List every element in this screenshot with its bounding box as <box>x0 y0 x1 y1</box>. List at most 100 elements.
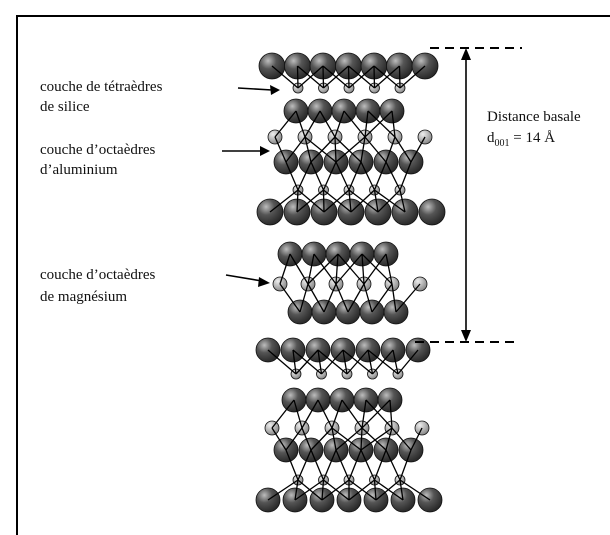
bond-line <box>360 136 366 163</box>
bond-line <box>271 427 287 451</box>
bond-line <box>364 110 369 138</box>
bond-line <box>389 399 393 429</box>
bond-line <box>335 253 339 285</box>
bond-line <box>343 110 366 138</box>
bond-line <box>361 253 365 285</box>
bond-line <box>348 161 362 191</box>
bond-line <box>399 479 431 501</box>
bond-line <box>399 479 404 501</box>
bond-line <box>364 110 393 138</box>
bond-line <box>391 283 397 313</box>
atom-layers <box>255 52 446 513</box>
bond-line <box>347 283 365 313</box>
distance-symbol: d <box>487 130 495 146</box>
bond-line <box>322 449 337 481</box>
bond-line <box>399 161 412 191</box>
bond-line <box>342 349 348 375</box>
distance-value: = 14 Å <box>509 130 556 146</box>
bond-line <box>399 65 426 89</box>
bond-line <box>348 65 375 89</box>
bond-line <box>335 427 363 451</box>
bond-line <box>307 253 315 285</box>
bond-line <box>285 136 306 163</box>
bond-line <box>293 399 303 429</box>
bond-line <box>394 136 412 163</box>
bond-line <box>297 65 324 89</box>
bond-line <box>337 253 365 285</box>
bond-line <box>304 136 312 163</box>
bond-line <box>322 65 325 89</box>
bond-line <box>310 427 333 451</box>
distance-subscript: 001 <box>494 138 510 149</box>
bond-line <box>391 427 412 451</box>
bond-line <box>360 427 363 451</box>
bond-line <box>334 110 345 138</box>
arrow-octa-mg-head <box>258 277 270 287</box>
bond-line <box>269 189 299 213</box>
bond-line <box>395 283 421 313</box>
bond-line <box>299 283 309 313</box>
bond-line <box>313 253 337 285</box>
bond-line <box>310 161 325 191</box>
bond-line <box>385 427 393 451</box>
bond-line <box>391 110 396 138</box>
bond-line <box>295 110 306 138</box>
octa-mg-label-line2: de magnésium <box>40 289 128 305</box>
bond-line <box>371 283 393 313</box>
oxygen-atom <box>418 198 446 226</box>
bond-line <box>347 65 350 89</box>
bond-line <box>385 449 401 481</box>
frame-top-border <box>16 15 610 17</box>
bond-line <box>335 449 350 481</box>
bond-line <box>296 189 299 213</box>
bond-line <box>397 349 419 375</box>
bond-line <box>361 399 391 429</box>
bond-line <box>341 399 363 429</box>
bond-line <box>346 349 369 375</box>
bond-line <box>292 349 297 375</box>
annotations <box>222 47 522 343</box>
bond-line <box>392 349 399 375</box>
bond-line <box>399 449 412 481</box>
distance-arrow-head-bottom <box>461 330 471 342</box>
bond-line <box>301 399 319 429</box>
bond-line <box>360 161 376 191</box>
bond-line <box>373 479 377 501</box>
bond-line <box>323 189 350 213</box>
bond-line <box>348 449 362 481</box>
bond-line <box>307 283 325 313</box>
bond-line <box>367 349 374 375</box>
bond-line <box>297 449 312 481</box>
frame-left-border <box>16 15 18 535</box>
bond-line <box>297 161 312 191</box>
bond-line <box>335 161 350 191</box>
bond-line <box>321 479 325 501</box>
bond-line <box>363 253 387 285</box>
bond-line <box>398 65 401 89</box>
bond-line <box>331 427 362 451</box>
bond-line <box>289 253 309 285</box>
bond-line <box>334 136 362 163</box>
bond-line <box>301 427 312 451</box>
bond-line <box>334 136 337 163</box>
bond-line <box>294 479 299 501</box>
bond-line <box>285 161 299 191</box>
bond-line <box>321 479 350 501</box>
bond-line <box>295 349 319 375</box>
distance-label-line1: Distance basale <box>487 109 581 125</box>
bond-line <box>307 253 339 285</box>
bond-line <box>322 189 325 213</box>
octa-al-label-line1: couche d’octaèdres <box>40 142 156 158</box>
bond-line <box>373 189 379 213</box>
bond-line <box>285 427 303 451</box>
bond-line <box>373 65 376 89</box>
bond-line <box>373 161 387 191</box>
arrow-octa-al-head <box>260 146 270 156</box>
bond-line <box>335 136 366 163</box>
bond-line <box>348 479 375 501</box>
bond-line <box>274 110 297 138</box>
bond-line <box>317 399 333 429</box>
bond-line <box>304 110 321 138</box>
bond-line <box>361 399 367 429</box>
